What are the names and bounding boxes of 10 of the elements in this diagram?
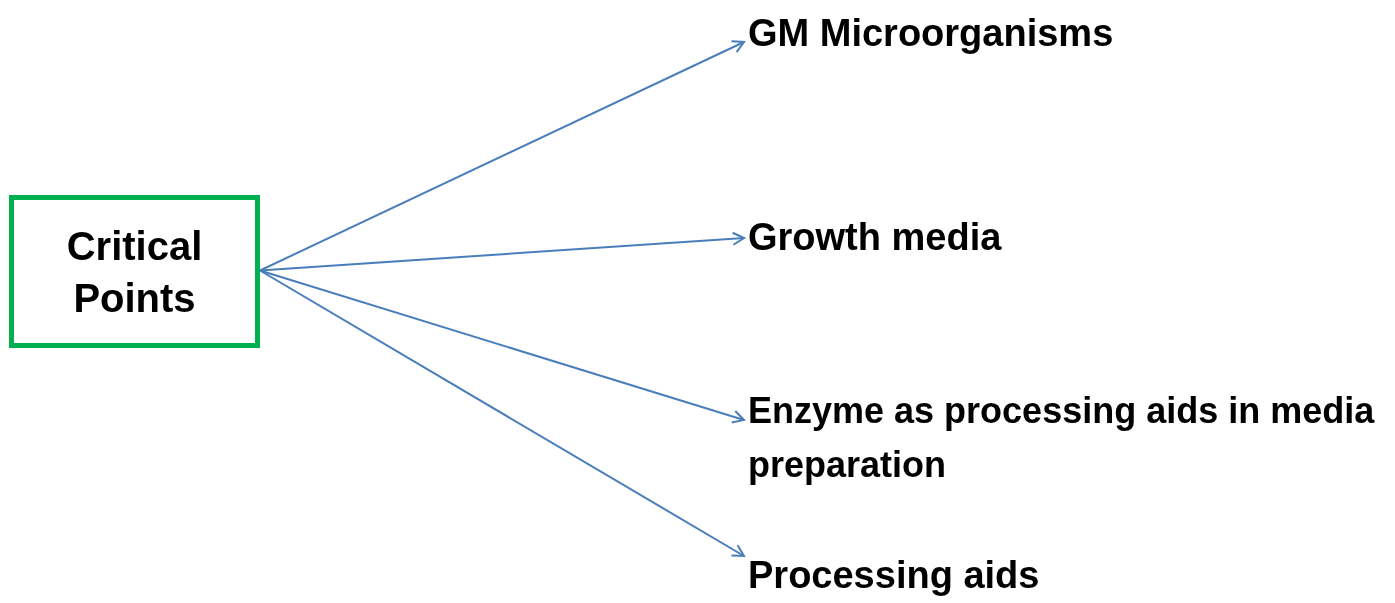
arrow xyxy=(259,231,745,272)
process-box xyxy=(9,195,260,348)
node-label: Growth media xyxy=(748,215,1002,261)
arrow xyxy=(259,269,745,424)
arrow xyxy=(259,40,745,272)
node-label: Processing aids xyxy=(748,553,1040,599)
node-label: Critical Points xyxy=(65,222,204,322)
arrow xyxy=(259,269,745,557)
node-label: GM Microorganisms xyxy=(748,11,1114,57)
node-label: Enzyme as processing aids in media preparation xyxy=(748,389,1376,487)
